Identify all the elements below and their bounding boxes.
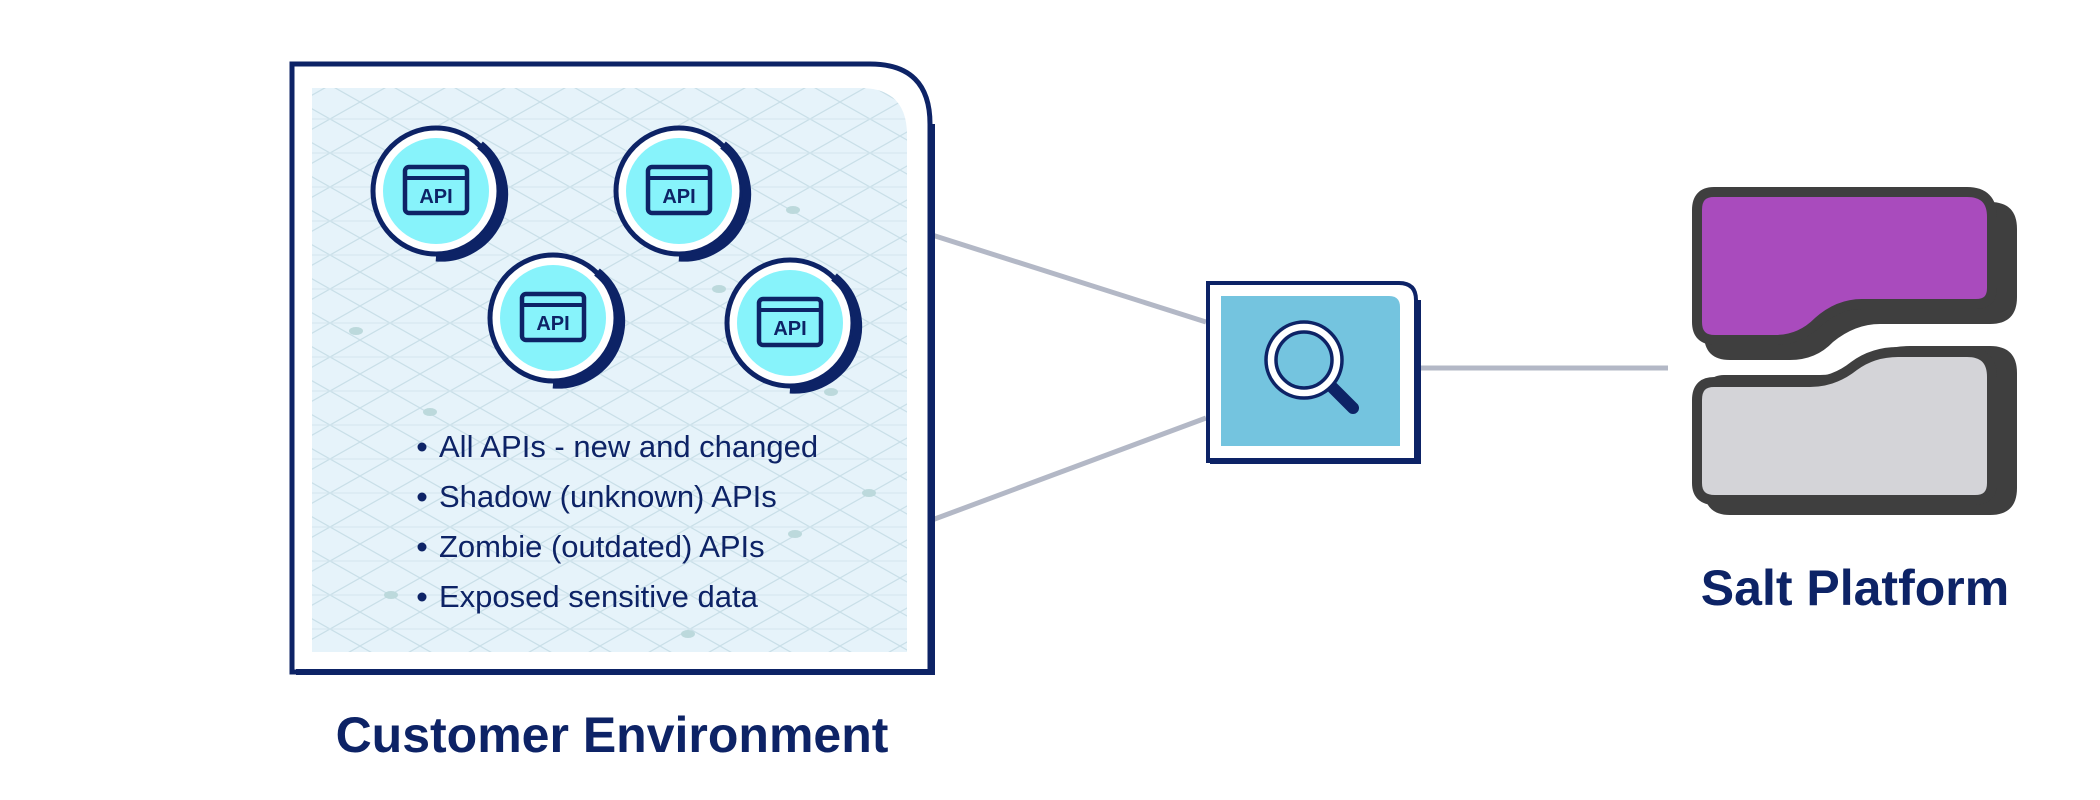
list-item: All APIs - new and changed [417, 429, 818, 464]
api-badge: API [487, 252, 626, 389]
api-badge: API [370, 125, 509, 262]
environment-dots [349, 206, 876, 638]
list-item: Shadow (unknown) APIs [417, 479, 777, 514]
list-item-text: All APIs - new and changed [439, 429, 818, 464]
connector-env-to-scanner-top [931, 232, 1207, 325]
customer-environment: API API API [289, 61, 935, 675]
list-item: Exposed sensitive data [417, 579, 759, 614]
salt-logo-bottom [1692, 347, 1997, 505]
salt-logo-icon [1692, 187, 2017, 515]
api-badge-text: API [536, 313, 569, 335]
list-item: Zombie (outdated) APIs [417, 529, 765, 564]
salt-logo-top [1692, 187, 1997, 345]
api-badge: API [613, 125, 752, 262]
connector-env-to-scanner-bottom [931, 415, 1207, 523]
discovery-list: All APIs - new and changed Shadow (unkno… [417, 429, 818, 614]
customer-environment-label: Customer Environment [336, 707, 889, 763]
magnifying-glass-icon [1264, 320, 1359, 414]
list-item-text: Zombie (outdated) APIs [439, 529, 765, 564]
scanner [1206, 281, 1421, 464]
api-badge-text: API [773, 318, 806, 340]
api-window-icon [645, 164, 713, 216]
salt-platform-label: Salt Platform [1701, 560, 2009, 616]
list-item-text: Shadow (unknown) APIs [439, 479, 777, 514]
api-badge: API [724, 257, 863, 394]
api-window-icon [519, 291, 587, 343]
api-badge-text: API [662, 186, 695, 208]
connector-lines [931, 232, 1668, 523]
api-window-icon [402, 164, 470, 216]
environment-frame-shadow [296, 124, 935, 675]
list-item-text: Exposed sensitive data [439, 579, 759, 614]
api-badge-text: API [419, 186, 452, 208]
api-window-icon [756, 296, 824, 348]
